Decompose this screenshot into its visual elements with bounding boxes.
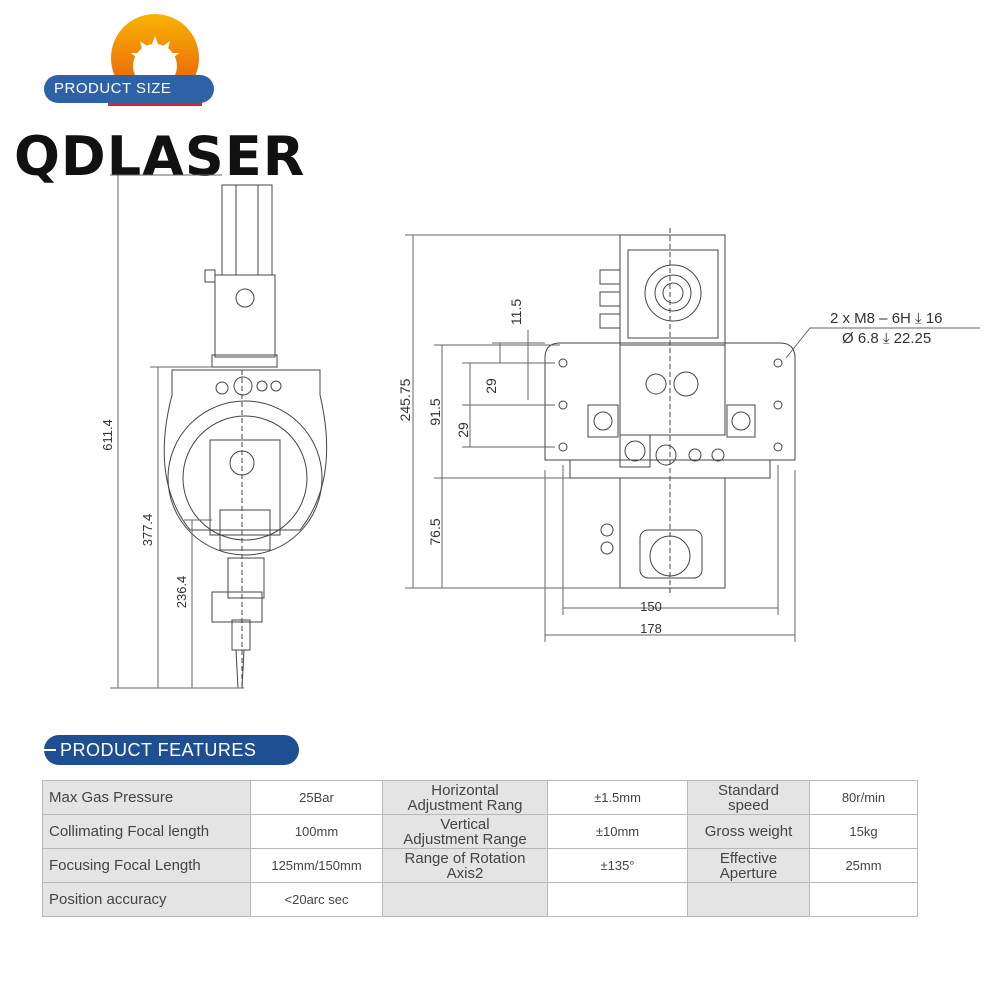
feature-value: 25Bar: [250, 780, 383, 815]
left-side-view: [163, 184, 328, 690]
feature-value: 100mm: [250, 814, 383, 849]
feature-label: Position accuracy: [42, 882, 251, 917]
feature-label: Collimating Focal length: [42, 814, 251, 849]
dim-236-4: 236.4: [174, 576, 189, 609]
feature-label: Gross weight: [687, 814, 810, 849]
feature-label: [687, 882, 810, 917]
dim-91-5: 91.5: [427, 398, 443, 425]
right-front-view: [544, 228, 796, 595]
feature-value: [547, 882, 688, 917]
product-features-title: PRODUCT FEATURES: [44, 735, 299, 765]
thread-note-line1: 2 x M8 – 6H ⤓ 16: [830, 310, 943, 327]
dim-150: 150: [640, 599, 662, 614]
dim-11-5: 11.5: [508, 299, 524, 325]
feature-label: [382, 882, 548, 917]
feature-value: 25mm: [809, 848, 918, 883]
feature-label: Max Gas Pressure: [42, 780, 251, 815]
feature-value: ±135°: [547, 848, 688, 883]
dim-76-5: 76.5: [427, 518, 443, 545]
dim-611-4: 611.4: [100, 419, 115, 451]
table-row: Position accuracy<20arc sec: [42, 882, 918, 917]
dim-245-75: 245.75: [397, 378, 413, 421]
dim-178: 178: [640, 621, 662, 636]
dim-377-4: 377.4: [140, 514, 155, 547]
feature-value: ±1.5mm: [547, 780, 688, 815]
product-size-badge: PRODUCT SIZE: [44, 75, 214, 103]
dim-29-upper: 29: [483, 378, 499, 394]
technical-drawing: 611.4 377.4 236.4 245.75 11.5 91.5 29 29…: [100, 174, 980, 690]
feature-value: [809, 882, 918, 917]
dim-29-lower: 29: [455, 422, 471, 438]
thread-note-line2: Ø 6.8 ⤓ 22.25: [842, 330, 931, 347]
feature-value: 80r/min: [809, 780, 918, 815]
feature-value: ±10mm: [547, 814, 688, 849]
feature-value: 15kg: [809, 814, 918, 849]
feature-value: <20arc sec: [250, 882, 383, 917]
feature-label: Focusing Focal Length: [42, 848, 251, 883]
feature-value: 125mm/150mm: [250, 848, 383, 883]
